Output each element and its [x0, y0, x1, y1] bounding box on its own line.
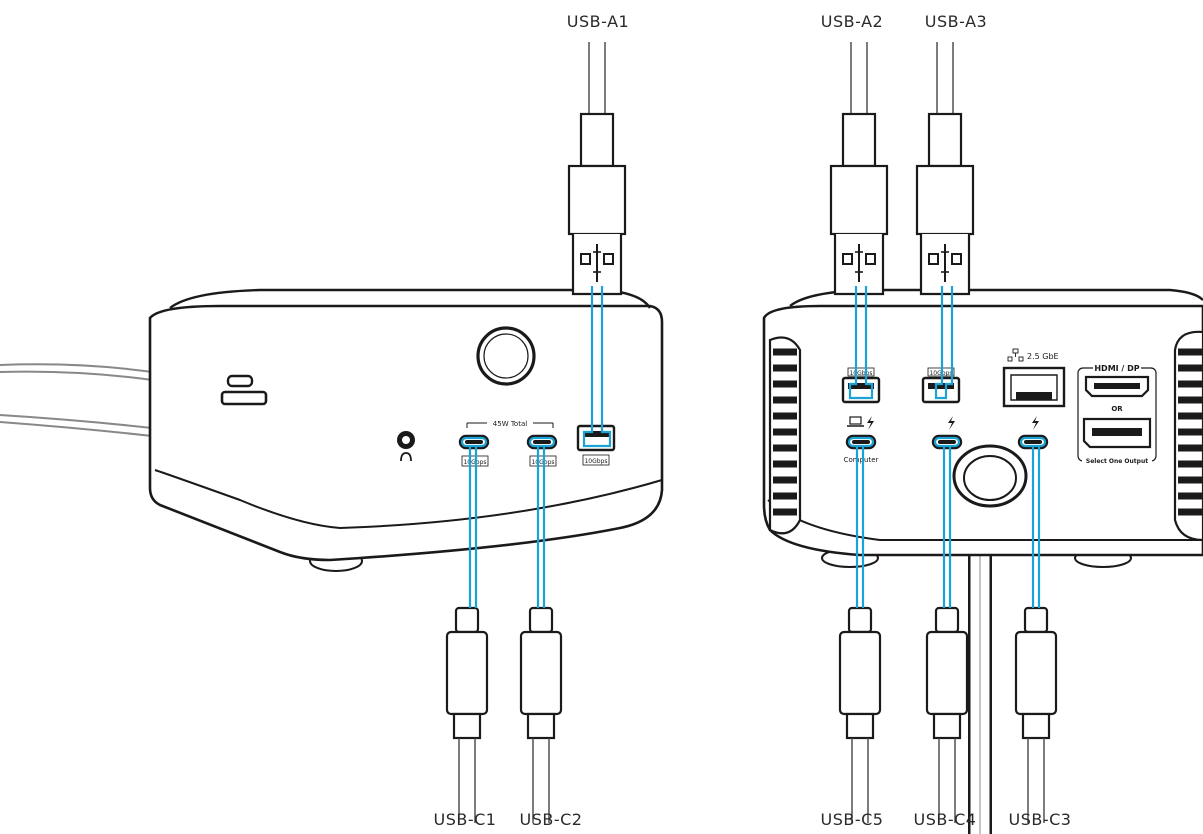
- usb-a3-label: USB-A3: [924, 12, 988, 31]
- usb-c4-plug: [925, 606, 969, 825]
- usb-c3-label: USB-C3: [1008, 810, 1072, 829]
- headphone-icon: [400, 452, 412, 462]
- hdmi-dp-label: HDMI / DP: [1094, 364, 1139, 373]
- thunderbolt-icon: [867, 416, 874, 430]
- a1-speed-badge: 10Gbps: [584, 458, 607, 465]
- computer-icon: [847, 416, 864, 427]
- connector-lines: [460, 286, 1047, 608]
- ethernet-label: 2.5 GbE: [1027, 352, 1059, 361]
- power-total-label: 45W Total: [493, 420, 527, 428]
- ethernet-icon: [1007, 348, 1024, 362]
- back-view: 10Gbps 10Gbps 2.5 GbE HDMI / DP OR Selec…: [762, 288, 1203, 834]
- thunderbolt-icon: [1032, 416, 1039, 430]
- usb-a1-label: USB-A1: [566, 12, 630, 31]
- or-label: OR: [1111, 405, 1123, 413]
- usb-a3-plug: [915, 40, 975, 296]
- usb-c2-label: USB-C2: [519, 810, 583, 829]
- usb-a2-label: USB-A2: [820, 12, 884, 31]
- select-output-label: Select One Output: [1086, 458, 1148, 465]
- usb-c5-plug: [838, 606, 882, 825]
- usb-c4-label: USB-C4: [913, 810, 977, 829]
- computer-label: Computer: [844, 456, 879, 464]
- usb-a2-plug: [829, 40, 889, 296]
- usb-c3-plug: [1014, 606, 1058, 825]
- usb-a1-plug: [567, 40, 627, 296]
- usb-c1-plug: [445, 606, 489, 825]
- front-view: 45W Total 10Gbps 10Gbps 10Gbps: [0, 288, 664, 572]
- usb-c5-label: USB-C5: [820, 810, 884, 829]
- thunderbolt-icon: [948, 416, 955, 430]
- usb-c2-plug: [519, 606, 563, 825]
- a2-speed-badge: 10Gbps: [849, 370, 872, 377]
- usb-c1-label: USB-C1: [433, 810, 497, 829]
